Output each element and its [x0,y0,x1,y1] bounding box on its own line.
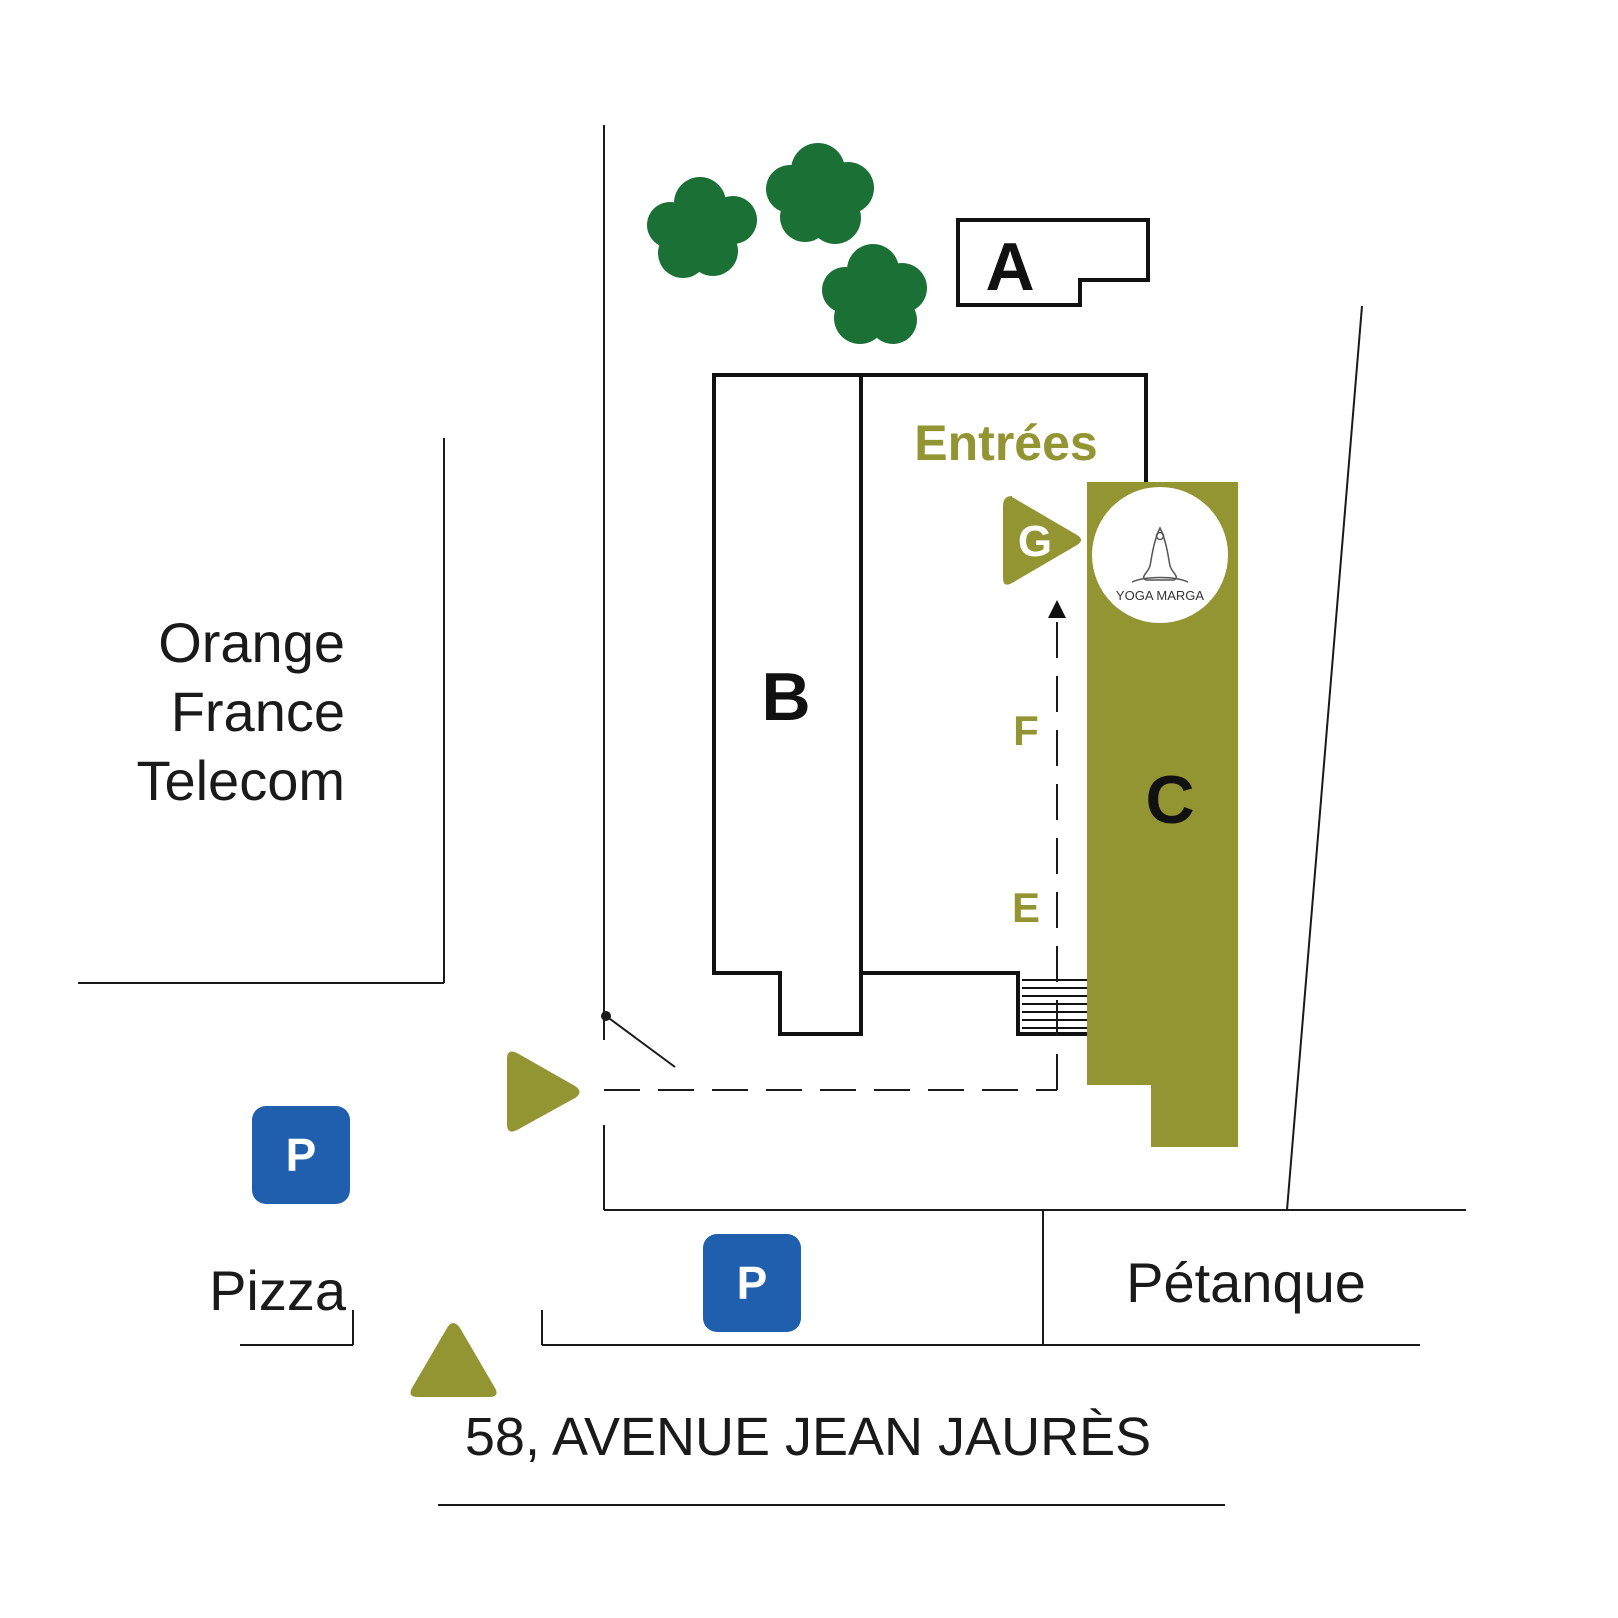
courtyard-outline [861,373,1148,482]
parking-icon: P [252,1106,350,1204]
yoga-logo-text: YOGA MARGA [1116,588,1204,603]
boundary-lines [78,125,1466,1506]
entrance-g-label: G [1018,517,1052,566]
entrees-title: Entrées [914,415,1097,471]
neighbor-orange-line3: Telecom [136,749,345,812]
parking-symbol: P [737,1257,768,1309]
parking-icon: P [703,1234,801,1332]
courtyard-bottom-wall [861,971,1087,1036]
tree-icon [647,177,757,278]
parking-symbol: P [286,1129,317,1181]
entrance-route [604,618,1058,1091]
neighbor-petanque: Pétanque [1126,1251,1366,1314]
entrance-f-label: F [1013,707,1039,754]
street-entrance-icon [410,1323,497,1397]
building-b-label: B [761,659,810,735]
entrance-arrow-icon [1003,496,1081,585]
neighbor-orange-line1: Orange [158,611,345,674]
building-a-label: A [985,229,1034,305]
building-c-label: C [1145,762,1194,838]
address: 58, AVENUE JEAN JAURÈS [465,1407,1151,1467]
yoga-logo-icon: YOGA MARGA [1092,487,1228,623]
entrance-g-marker: G [1003,496,1081,585]
stairs [1022,979,1087,1029]
neighbor-orange-line2: France [171,680,345,743]
entrance-e-label: E [1012,884,1040,931]
tree-icon [766,143,874,244]
entrance-arrow-icon [507,1051,580,1132]
building-a [956,218,1150,307]
route-arrow-icon [1048,600,1066,618]
gate [601,1011,676,1068]
tree-icon [822,244,927,344]
neighbor-pizza: Pizza [209,1259,347,1322]
building-c [1087,482,1238,1147]
